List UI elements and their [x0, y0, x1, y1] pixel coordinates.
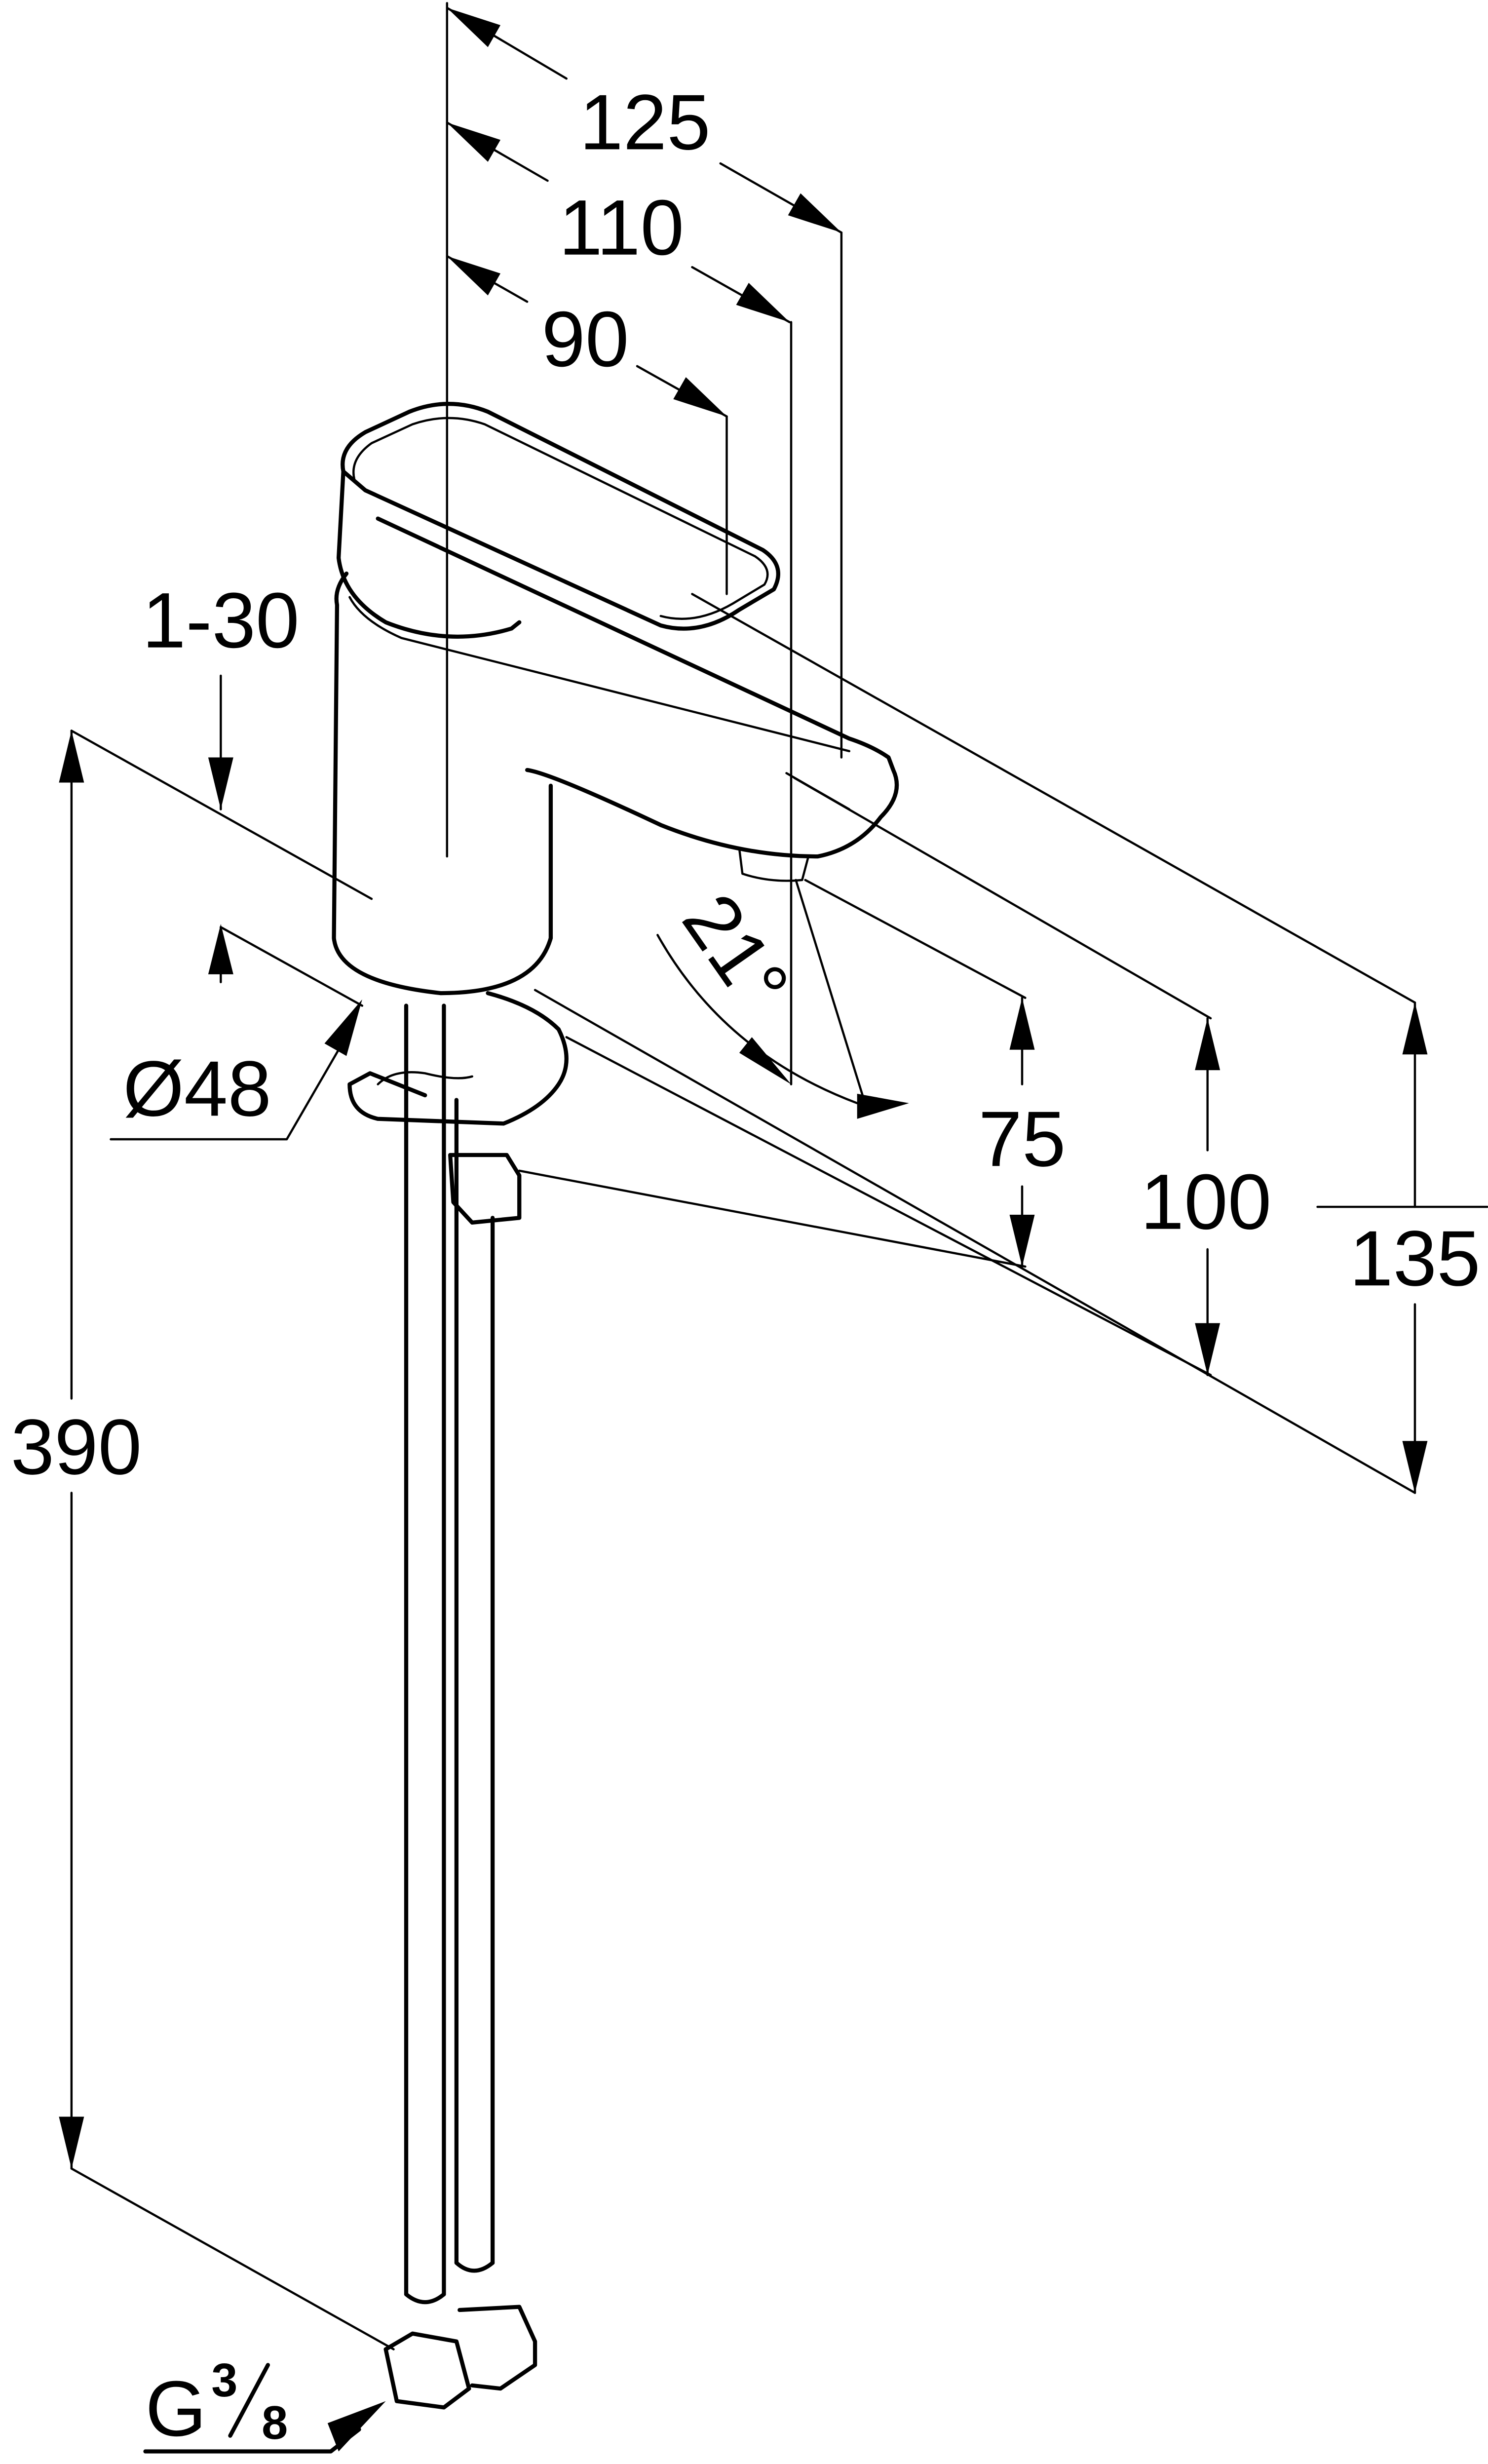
- dimension-75: 75: [978, 997, 1066, 1268]
- dim-label-390: 390: [11, 1403, 142, 1491]
- dim-label-75: 75: [978, 1095, 1066, 1183]
- thread-callout: G 3 8: [143, 2354, 386, 2454]
- dimension-110: 110: [446, 121, 793, 1085]
- dimension-diameter: Ø48: [110, 999, 362, 1141]
- dim-label-1-30: 1-30: [142, 577, 300, 664]
- thread-letter: G: [146, 2365, 207, 2453]
- dim-label-angle: 21°: [666, 878, 806, 1026]
- dim-label-90: 90: [541, 295, 629, 383]
- extension-lines: [70, 593, 1416, 2350]
- supply-hoses: [383, 1003, 537, 2410]
- dim-label-100: 100: [1141, 1158, 1272, 1246]
- faucet-body: [332, 402, 899, 1126]
- thread-fraction-denominator: 8: [262, 2397, 288, 2449]
- dimension-125: 125: [446, 6, 843, 759]
- dim-label-135: 135: [1349, 1214, 1481, 1302]
- dimension-100: 100: [1141, 1017, 1272, 1376]
- dimension-90: 90: [446, 255, 728, 595]
- dimension-135: 135: [1316, 1001, 1488, 1494]
- dim-label-110: 110: [559, 184, 684, 271]
- dim-label-diameter: Ø48: [123, 1044, 271, 1132]
- dimension-deck-thickness: 1-30: [142, 577, 300, 984]
- dimension-390: 390: [11, 730, 142, 2170]
- dim-label-125: 125: [579, 78, 711, 166]
- thread-fraction-numerator: 3: [211, 2354, 237, 2407]
